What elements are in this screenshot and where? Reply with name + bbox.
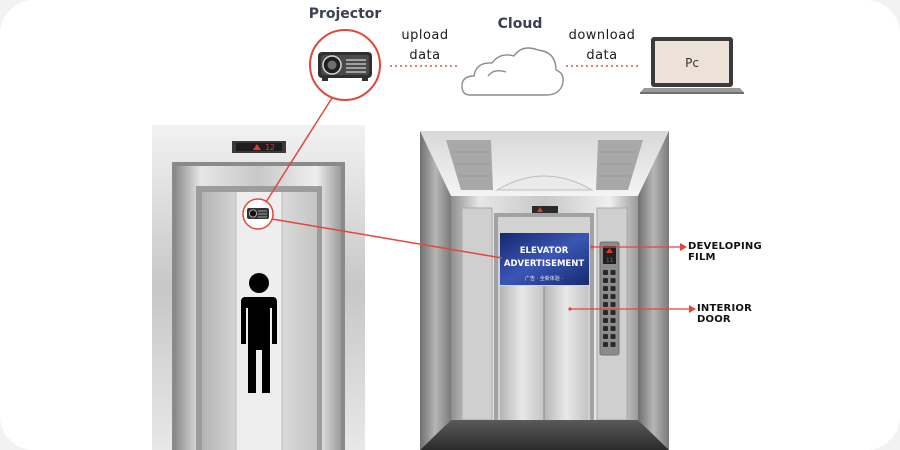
panel-button bbox=[610, 326, 616, 331]
projection-line bbox=[271, 218, 503, 259]
interior-door-label: INTERIOR DOOR bbox=[697, 303, 752, 325]
projector-icon bbox=[318, 52, 372, 81]
left-elevator: 12 bbox=[152, 125, 365, 450]
control-panel-display: 11 bbox=[606, 257, 614, 264]
projector-group bbox=[309, 29, 381, 101]
panel-button bbox=[603, 334, 608, 339]
person-icon bbox=[241, 273, 277, 393]
panel-button bbox=[610, 270, 616, 275]
elevator-projector-icon bbox=[247, 208, 269, 219]
left-floor-display: 12 bbox=[265, 143, 275, 152]
developing-film-pointer bbox=[590, 243, 687, 251]
screen-text-2: ADVERTISEMENT bbox=[504, 259, 584, 269]
panel-button bbox=[610, 334, 616, 339]
laptop-icon: Pc bbox=[640, 37, 744, 94]
panel-button bbox=[603, 342, 608, 347]
upload-data-label: upload data bbox=[401, 28, 449, 63]
panel-button bbox=[610, 302, 616, 307]
screen-text-1: ELEVATOR bbox=[520, 246, 569, 256]
panel-button bbox=[610, 310, 616, 315]
panel-button bbox=[603, 310, 608, 315]
panel-button bbox=[610, 278, 616, 283]
panel-button bbox=[603, 270, 608, 275]
panel-button bbox=[610, 286, 616, 291]
panel-button bbox=[610, 294, 616, 299]
cloud-title: Cloud bbox=[497, 16, 543, 32]
panel-button bbox=[603, 302, 608, 307]
panel-button bbox=[603, 286, 608, 291]
projector-title: Projector bbox=[308, 6, 382, 22]
interior-door-right bbox=[544, 286, 588, 420]
cloud-icon bbox=[461, 47, 564, 96]
control-panel-buttons bbox=[603, 270, 616, 347]
pc-label: Pc bbox=[685, 56, 699, 70]
developing-film-screen bbox=[500, 233, 589, 285]
download-data-label: download data bbox=[568, 28, 636, 63]
interior-door-left bbox=[500, 286, 544, 420]
panel-button bbox=[603, 318, 608, 323]
interior-door-pointer bbox=[568, 305, 696, 313]
developing-film-label: DEVELOPING FILM bbox=[688, 241, 762, 263]
right-elevator: ELEVATOR ADVERTISEMENT 广告 · 全新体验 · 11 bbox=[420, 131, 669, 450]
panel-button bbox=[610, 318, 616, 323]
panel-button bbox=[603, 294, 608, 299]
panel-button bbox=[603, 278, 608, 283]
projector-link-line bbox=[265, 97, 333, 203]
screen-text-3: 广告 · 全新体验 · bbox=[525, 275, 563, 282]
panel-button bbox=[610, 342, 616, 347]
panel-button bbox=[603, 326, 608, 331]
